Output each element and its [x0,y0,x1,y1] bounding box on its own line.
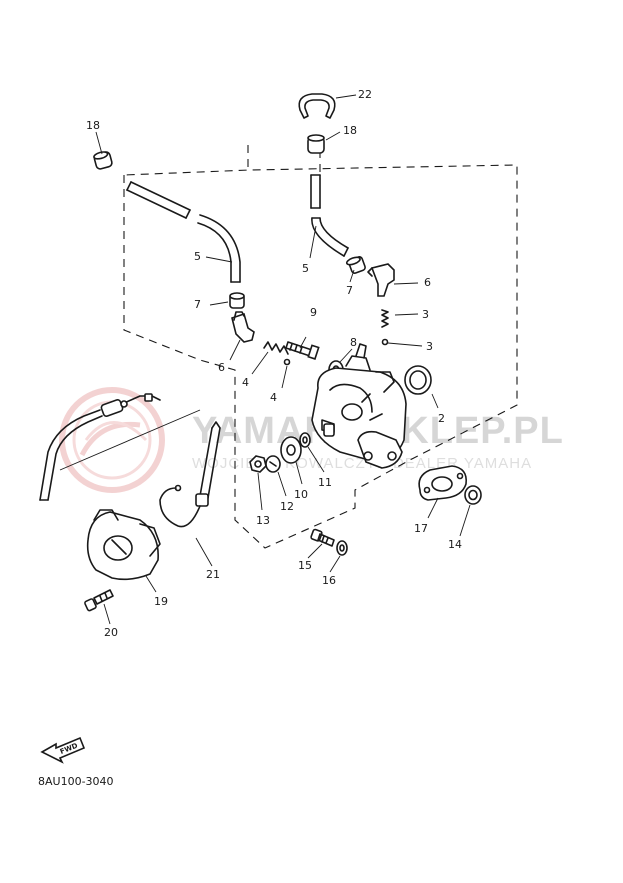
cap-18-top [307,134,325,154]
callout-13: 13 [256,514,270,527]
callout-6-left: 6 [218,361,225,374]
ball-3-left [283,358,291,366]
cap-18-left [93,151,113,170]
watermark: YAMAHA-SKLEP.PL WOJCIECH KOWALCZYK DEALE… [59,387,563,493]
callout-17: 17 [414,522,428,535]
callout-14: 14 [448,538,462,551]
callout-12: 12 [280,500,294,513]
fwd-arrow-icon: FWD [40,736,86,764]
callout-19: 19 [154,595,168,608]
washer-12 [265,455,281,473]
spring-4-right [381,309,389,328]
oil-pump-body [311,343,407,469]
callout-3-left: 4 [270,391,277,404]
hose-5-right [310,174,349,257]
washer-11 [299,432,311,448]
reference-line [59,409,201,471]
callout-6-right: 6 [424,276,431,289]
oil-seal-2 [404,365,432,395]
clip-22 [298,93,336,119]
callout-9: 9 [310,306,317,319]
callout-21: 21 [206,568,220,581]
assembly-boundary [123,145,518,549]
clamp-7-right [345,256,366,274]
callout-5-right: 5 [302,262,309,275]
callout-16: 16 [322,574,336,587]
callout-3-right: 3 [426,340,433,353]
cable-upper-left [39,393,161,501]
callout-15: 15 [298,559,312,572]
callout-2: 2 [438,412,445,425]
spring-4-left [263,341,289,355]
callout-7-left: 7 [194,298,201,311]
hose-5-left [126,181,241,283]
o-ring-14 [464,485,482,505]
leader-lines [95,94,471,625]
callouts: 22 18 18 6 5 5 7 7 6 9 8 4 3 4 3 2 10 11… [86,88,462,639]
washer-16 [336,540,348,556]
ball-3-right [381,338,389,346]
callout-11: 11 [318,476,332,489]
washer-10 [280,436,302,464]
fitting-6-left [231,311,255,343]
callout-7-right: 7 [346,284,353,297]
nut-13 [249,455,267,473]
bolt-15 [310,528,335,547]
callout-18-left: 18 [86,119,100,132]
callout-5-left: 5 [194,250,201,263]
callout-20: 20 [104,626,118,639]
callout-4-left: 4 [242,376,249,389]
pump-cover-19 [86,509,161,581]
callout-10: 10 [294,488,308,501]
callout-4-right: 3 [422,308,429,321]
callout-8: 8 [350,336,357,349]
callout-22: 22 [358,88,372,101]
callout-18-top: 18 [343,124,357,137]
clamp-7-left [229,292,245,309]
diagram-code: 8AU100-3040 [38,775,114,788]
gasket-17 [418,465,468,501]
cable-21 [159,421,221,528]
bolt-20 [84,589,114,612]
fitting-6-right [367,263,395,297]
screw-9 [285,341,320,360]
